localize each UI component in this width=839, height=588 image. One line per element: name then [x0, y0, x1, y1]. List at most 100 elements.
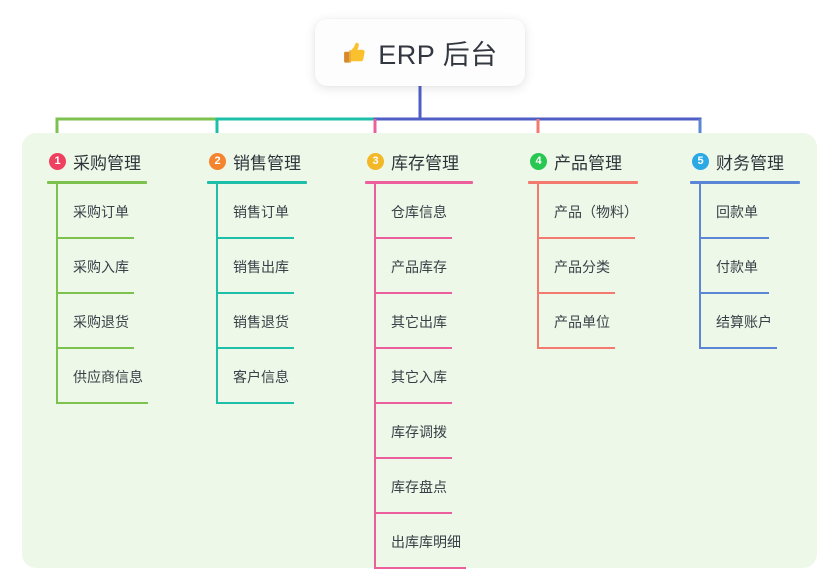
branch-header-1[interactable]: 1 采购管理	[47, 148, 147, 174]
branch-item-label: 采购退货	[73, 314, 129, 330]
branches-panel	[22, 133, 817, 568]
branch-item[interactable]: 产品库存	[365, 239, 473, 294]
branch-item-label: 供应商信息	[73, 369, 143, 385]
branch-item[interactable]: 产品单位	[528, 294, 638, 349]
branch-item[interactable]: 产品（物料）	[528, 184, 638, 239]
branch-item-label: 产品库存	[391, 259, 447, 275]
branch-item-underline	[374, 347, 452, 349]
thumbs-up-icon	[342, 40, 368, 66]
branch-item[interactable]: 采购订单	[47, 184, 147, 239]
branch-number-badge: 2	[209, 152, 226, 170]
branch-column-2: 2 销售管理销售订单销售出库销售退货客户信息	[207, 148, 307, 404]
branch-title: 销售管理	[233, 153, 301, 173]
branch-item-underline	[56, 347, 134, 349]
branch-header-2[interactable]: 2 销售管理	[207, 148, 307, 174]
branch-item[interactable]: 产品分类	[528, 239, 638, 294]
branch-item-underline	[56, 237, 134, 239]
branch-item-underline	[699, 237, 769, 239]
branch-item[interactable]: 付款单	[690, 239, 800, 294]
branch-items: 销售订单销售出库销售退货客户信息	[207, 184, 307, 404]
branch-item-label: 产品分类	[554, 259, 610, 275]
root-node[interactable]: ERP 后台	[315, 19, 525, 86]
branch-item-label: 采购入库	[73, 259, 129, 275]
branch-items: 采购订单采购入库采购退货供应商信息	[47, 184, 148, 404]
branch-title: 财务管理	[716, 153, 784, 173]
branch-title: 库存管理	[391, 153, 459, 173]
branch-item[interactable]: 客户信息	[207, 349, 307, 404]
branch-item-label: 其它入库	[391, 369, 447, 385]
branch-item-underline	[216, 402, 294, 404]
branch-item-underline	[56, 402, 148, 404]
branch-item-label: 销售退货	[233, 314, 289, 330]
branch-item-label: 结算账户	[716, 314, 772, 330]
branch-item[interactable]: 回款单	[690, 184, 800, 239]
branch-header-4[interactable]: 4 产品管理	[528, 148, 638, 174]
branch-item-underline	[374, 567, 466, 569]
branch-underline	[47, 181, 147, 184]
branch-item[interactable]: 出库库明细	[365, 514, 473, 569]
branch-number-badge: 5	[692, 152, 709, 170]
branch-item-underline	[537, 347, 615, 349]
branch-item[interactable]: 其它入库	[365, 349, 473, 404]
branch-spine	[56, 184, 58, 404]
branch-item[interactable]: 库存调拨	[365, 404, 473, 459]
branch-item[interactable]: 其它出库	[365, 294, 473, 349]
branch-item-label: 客户信息	[233, 369, 289, 385]
branch-column-3: 3 库存管理仓库信息产品库存其它出库其它入库库存调拨库存盘点出库库明细	[365, 148, 473, 569]
branch-underline	[690, 181, 800, 184]
branch-spine	[216, 184, 218, 404]
branch-item-label: 销售订单	[233, 204, 289, 220]
branch-title: 产品管理	[554, 153, 622, 173]
branch-item[interactable]: 结算账户	[690, 294, 800, 349]
branch-items: 产品（物料） 产品分类产品单位	[528, 184, 638, 349]
branch-item-label: 产品单位	[554, 314, 610, 330]
branch-item[interactable]: 销售订单	[207, 184, 307, 239]
branch-column-4: 4 产品管理产品（物料） 产品分类产品单位	[528, 148, 638, 349]
branch-spine	[537, 184, 539, 349]
branch-item-underline	[374, 292, 452, 294]
branch-item-label: 销售出库	[233, 259, 289, 275]
branch-item-underline	[699, 292, 769, 294]
branch-item-label: 产品（物料）	[554, 204, 638, 220]
branch-item-underline	[216, 347, 294, 349]
branch-item-underline	[374, 512, 452, 514]
branch-item-label: 库存调拨	[391, 424, 447, 440]
branch-item-label: 采购订单	[73, 204, 129, 220]
branch-item-underline	[374, 457, 452, 459]
branch-item[interactable]: 库存盘点	[365, 459, 473, 514]
branch-item-underline	[56, 292, 134, 294]
branch-item-underline	[374, 402, 452, 404]
branch-item[interactable]: 采购退货	[47, 294, 147, 349]
branch-item-underline	[537, 237, 635, 239]
branch-item-label: 其它出库	[391, 314, 447, 330]
branch-item-label: 仓库信息	[391, 204, 447, 220]
branch-item[interactable]: 仓库信息	[365, 184, 473, 239]
root-title: ERP 后台	[378, 40, 498, 70]
branch-underline	[528, 181, 638, 184]
branch-number-badge: 4	[530, 152, 547, 170]
branch-item[interactable]: 供应商信息	[47, 349, 148, 404]
branch-header-5[interactable]: 5 财务管理	[690, 148, 800, 174]
branch-item-label: 库存盘点	[391, 479, 447, 495]
branch-column-1: 1 采购管理采购订单采购入库采购退货供应商信息	[47, 148, 148, 404]
branch-item-underline	[216, 237, 294, 239]
branch-item-label: 出库库明细	[391, 534, 461, 550]
branch-item-underline	[374, 237, 452, 239]
branch-spine	[699, 184, 701, 349]
branch-item-label: 回款单	[716, 204, 758, 220]
branch-item-label: 付款单	[716, 259, 758, 275]
branch-column-5: 5 财务管理回款单付款单结算账户	[690, 148, 800, 349]
branch-number-badge: 1	[49, 152, 66, 170]
branch-items: 仓库信息产品库存其它出库其它入库库存调拨库存盘点出库库明细	[365, 184, 473, 569]
branch-item[interactable]: 销售退货	[207, 294, 307, 349]
branch-item[interactable]: 销售出库	[207, 239, 307, 294]
branch-items: 回款单付款单结算账户	[690, 184, 800, 349]
branch-spine	[374, 184, 376, 569]
branch-item[interactable]: 采购入库	[47, 239, 147, 294]
branch-number-badge: 3	[367, 152, 384, 170]
branch-title: 采购管理	[73, 153, 141, 173]
branch-header-3[interactable]: 3 库存管理	[365, 148, 473, 174]
branch-underline	[207, 181, 307, 184]
branch-underline	[365, 181, 473, 184]
